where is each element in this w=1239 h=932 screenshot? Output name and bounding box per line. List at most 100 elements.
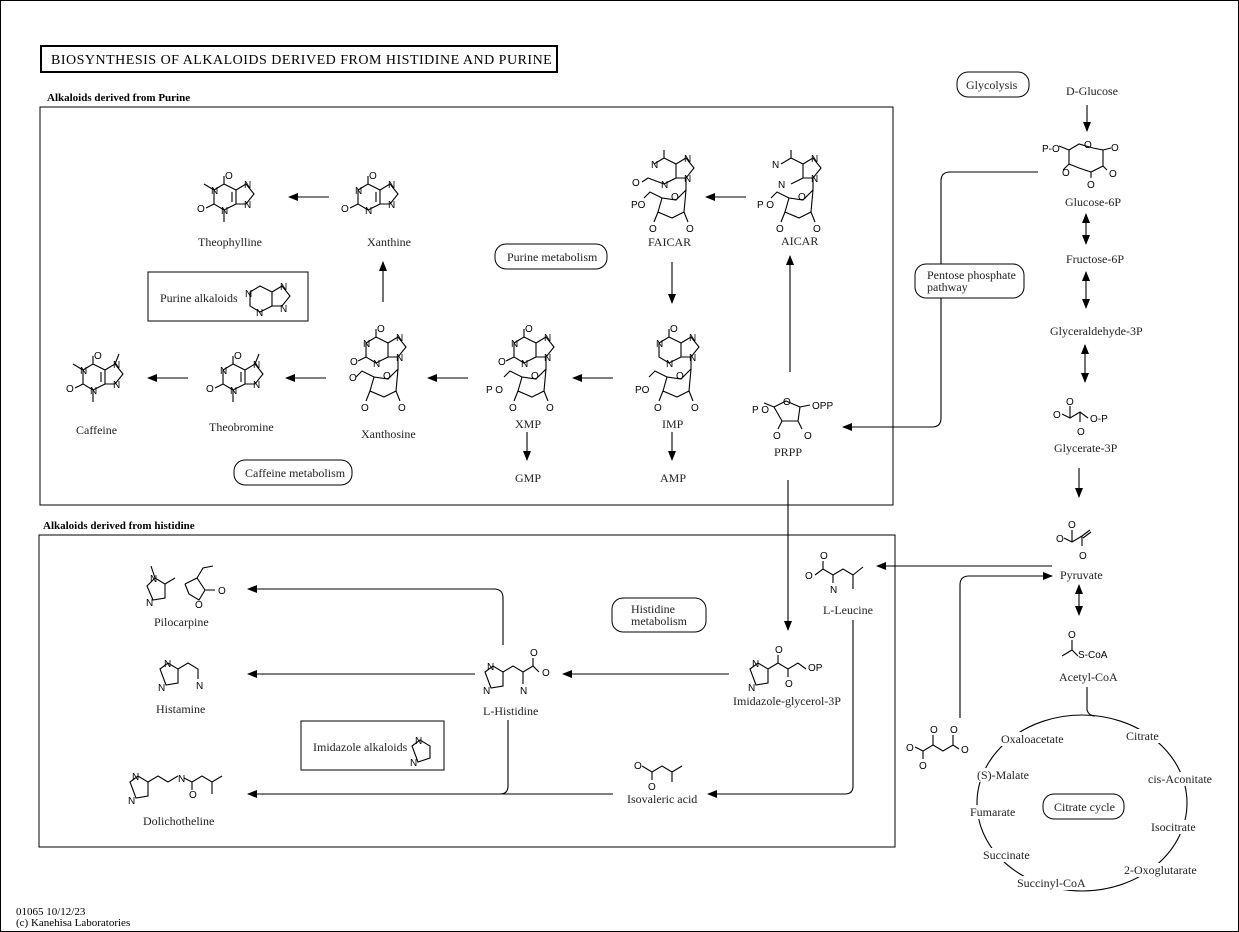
compound-caffeine[interactable]: Caffeine	[76, 423, 117, 437]
theophylline-structure[interactable]: O O N N N N	[197, 171, 255, 222]
glucose-6p-structure[interactable]: P-O O O O O O	[1042, 140, 1119, 191]
svg-text:O: O	[369, 171, 377, 182]
svg-text:N: N	[113, 380, 120, 391]
svg-text:O: O	[632, 178, 640, 189]
xmp-structure[interactable]: O O N N N N O P O O O	[486, 324, 555, 414]
compound-s-malate[interactable]: (S)-Malate	[977, 768, 1029, 782]
svg-text:O: O	[773, 431, 781, 442]
svg-text:O: O	[383, 371, 391, 382]
imidazole-glycerol-3p-structure[interactable]: N N O O OP	[748, 645, 823, 694]
compound-xanthine[interactable]: Xanthine	[367, 235, 411, 249]
compound-isovaleric-acid[interactable]: Isovaleric acid	[627, 792, 697, 806]
svg-text:Glycolysis: Glycolysis	[966, 78, 1018, 92]
compound-amp[interactable]: AMP	[660, 471, 686, 485]
compound-l-leucine[interactable]: L-Leucine	[823, 603, 873, 617]
svg-text:O: O	[820, 551, 828, 562]
map-purine-metabolism[interactable]: Purine metabolism	[494, 243, 608, 270]
svg-text:Pentose phosphate: Pentose phosphate	[927, 268, 1016, 282]
map-glycolysis[interactable]: Glycolysis	[956, 71, 1030, 98]
pilocarpine-structure[interactable]: N N O O	[146, 565, 226, 611]
svg-text:N: N	[158, 683, 165, 694]
compound-fumarate[interactable]: Fumarate	[970, 805, 1015, 819]
map-pentose-phosphate-pathway[interactable]: Pentose phosphate pathway	[914, 263, 1025, 299]
compound-oxaloacetate[interactable]: Oxaloacetate	[1001, 732, 1064, 746]
map-caffeine-metabolism[interactable]: Caffeine metabolism	[233, 459, 353, 486]
svg-text:N: N	[748, 683, 755, 694]
compound-2-oxoglutarate[interactable]: 2-Oxoglutarate	[1124, 863, 1197, 877]
svg-text:O: O	[1066, 397, 1074, 408]
svg-text:N: N	[410, 758, 417, 769]
compound-theobromine[interactable]: Theobromine	[209, 420, 274, 434]
copyright: (c) Kanehisa Laboratories	[16, 917, 130, 929]
compound-cis-aconitate[interactable]: cis-Aconitate	[1148, 772, 1212, 786]
dolichotheline-structure[interactable]: N N N O	[128, 772, 223, 807]
compound-pyruvate[interactable]: Pyruvate	[1060, 568, 1103, 582]
compound-faicar[interactable]: FAICAR	[648, 235, 691, 249]
svg-text:S-CoA: S-CoA	[1078, 650, 1108, 661]
compound-acetyl-coa[interactable]: Acetyl-CoA	[1059, 670, 1118, 684]
svg-text:O: O	[1087, 180, 1095, 191]
histamine-structure[interactable]: N N N	[158, 659, 203, 694]
svg-text:N: N	[196, 681, 203, 692]
svg-text:N: N	[415, 736, 422, 747]
compound-gmp[interactable]: GMP	[515, 471, 541, 485]
compound-fructose-6p[interactable]: Fructose-6P	[1066, 252, 1124, 266]
compound-d-glucose[interactable]: D-Glucose	[1066, 84, 1118, 98]
faicar-structure[interactable]: N N N N O O PO O O	[631, 150, 695, 235]
svg-text:O: O	[798, 192, 806, 203]
svg-text:Histidine: Histidine	[631, 602, 675, 616]
svg-text:PO: PO	[631, 200, 646, 211]
svg-text:Purine metabolism: Purine metabolism	[507, 250, 598, 264]
svg-text:N: N	[80, 366, 87, 377]
svg-text:O: O	[671, 192, 679, 203]
compound-theophylline[interactable]: Theophylline	[198, 235, 262, 249]
svg-text:P-O: P-O	[1042, 144, 1060, 155]
l-histidine-structure[interactable]: N N O O N	[483, 648, 550, 697]
pyruvate-structure[interactable]: O O O	[1056, 520, 1092, 562]
svg-text:O: O	[1053, 410, 1061, 421]
l-leucine-structure[interactable]: O O N	[805, 551, 864, 596]
svg-text:O: O	[783, 397, 791, 408]
glycerate-3p-structure[interactable]: O O O O-P	[1053, 397, 1108, 438]
aicar-structure[interactable]: N N N N O P O O O	[757, 150, 822, 235]
map-citrate-cycle[interactable]: Citrate cycle	[1042, 793, 1125, 820]
caffeine-structure[interactable]: O O N N N N	[66, 351, 124, 402]
svg-text:N: N	[244, 180, 251, 191]
isovaleric-acid-structure[interactable]: O O	[634, 761, 683, 793]
compound-histamine[interactable]: Histamine	[156, 702, 205, 716]
compound-aicar[interactable]: AICAR	[781, 234, 818, 248]
compound-succinate[interactable]: Succinate	[983, 848, 1030, 862]
compound-l-histidine[interactable]: L-Histidine	[483, 704, 538, 718]
xanthine-structure[interactable]: O O N N N N	[341, 171, 399, 217]
acetyl-coa-structure[interactable]: O S-CoA	[1061, 630, 1108, 661]
xanthosine-structure[interactable]: O O N N N N O O O O	[349, 324, 407, 414]
compound-citrate[interactable]: Citrate	[1126, 729, 1159, 743]
svg-text:N: N	[651, 160, 658, 171]
compound-dolichotheline[interactable]: Dolichotheline	[143, 814, 214, 828]
compound-glyceraldehyde-3p[interactable]: Glyceraldehyde-3P	[1050, 324, 1143, 338]
svg-text:O: O	[1077, 427, 1085, 438]
prpp-structure[interactable]: P O O OPP O O	[752, 397, 833, 442]
compound-imidazole-glycerol-3p[interactable]: Imidazole-glycerol-3P	[733, 694, 841, 708]
section-label-histidine: Alkaloids derived from histidine	[43, 520, 195, 532]
map-histidine-metabolism[interactable]: Histidine metabolism	[611, 597, 707, 633]
compound-imp[interactable]: IMP	[662, 417, 684, 431]
svg-text:N: N	[520, 686, 527, 697]
compound-glucose-6p[interactable]: Glucose-6P	[1065, 195, 1121, 209]
theobromine-structure[interactable]: O O N N N N	[206, 351, 264, 402]
compound-succinyl-coa[interactable]: Succinyl-CoA	[1017, 876, 1086, 890]
compound-pilocarpine[interactable]: Pilocarpine	[154, 615, 209, 629]
compound-isocitrate[interactable]: Isocitrate	[1151, 820, 1196, 834]
svg-text:O: O	[654, 403, 662, 414]
svg-text:O: O	[686, 224, 694, 235]
page-title: BIOSYNTHESIS OF ALKALOIDS DERIVED FROM H…	[51, 53, 552, 68]
compound-xmp[interactable]: XMP	[515, 417, 541, 431]
compound-prpp[interactable]: PRPP	[774, 445, 802, 459]
svg-text:N: N	[811, 154, 818, 165]
svg-text:P O: P O	[757, 200, 774, 211]
malate-structure[interactable]: O O O O O	[906, 725, 969, 772]
compound-xanthosine[interactable]: Xanthosine	[361, 427, 416, 441]
imp-structure[interactable]: O N N N N O PO O O	[635, 324, 700, 414]
svg-text:O: O	[94, 351, 102, 362]
compound-glycerate-3p[interactable]: Glycerate-3P	[1054, 441, 1118, 455]
